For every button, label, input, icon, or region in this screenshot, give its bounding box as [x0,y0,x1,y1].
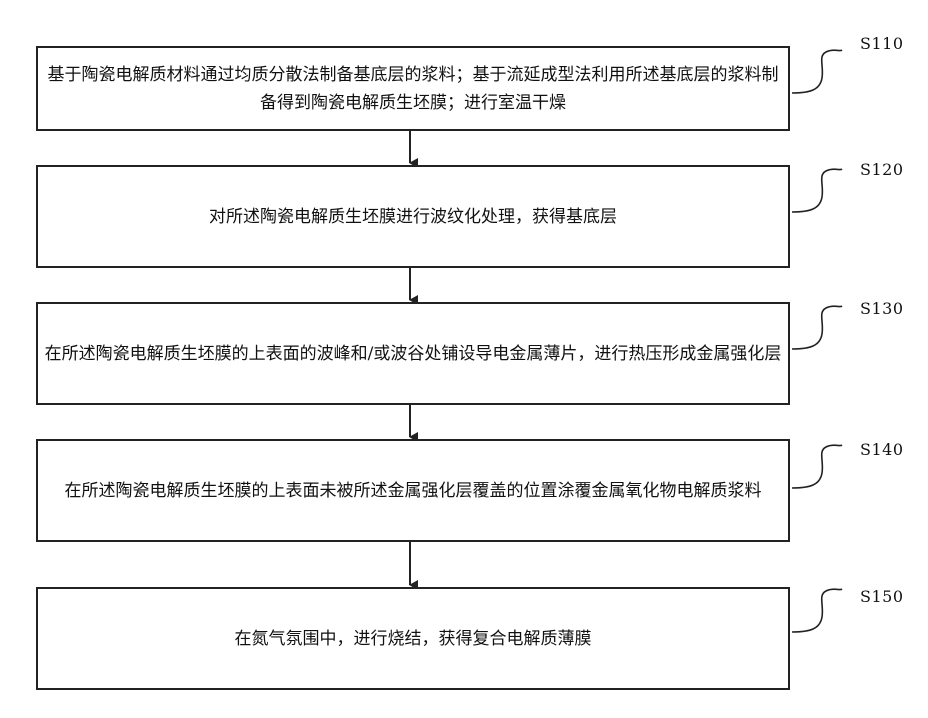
leader-line-s150 [792,589,842,632]
step-box-s140: 在所述陶瓷电解质生坯膜的上表面未被所述金属强化层覆盖的位置涂覆金属氧化物电解质浆… [36,439,790,542]
step-text-s110: 基于陶瓷电解质材料通过均质分散法制备基底层的浆料；基于流延成型法利用所述基底层的… [38,61,788,117]
step-box-s110: 基于陶瓷电解质材料通过均质分散法制备基底层的浆料；基于流延成型法利用所述基底层的… [36,46,790,131]
step-text-s130: 在所述陶瓷电解质生坯膜的上表面的波峰和/或波谷处铺设导电金属薄片，进行热压形成金… [39,340,788,368]
label-leaders [792,50,842,632]
step-label-s150: S150 [860,587,904,606]
step-box-s130: 在所述陶瓷电解质生坯膜的上表面的波峰和/或波谷处铺设导电金属薄片，进行热压形成金… [36,302,790,405]
leader-line-s110 [792,50,842,93]
step-label-s110: S110 [860,34,904,53]
leader-line-s120 [792,169,842,212]
leader-line-s130 [792,306,842,349]
step-text-s150: 在氮气氛围中，进行烧结，获得复合电解质薄膜 [229,625,598,653]
step-text-s120: 对所述陶瓷电解质生坯膜进行波纹化处理，获得基底层 [203,203,623,231]
step-label-s140: S140 [860,440,904,459]
step-text-s140: 在所述陶瓷电解质生坯膜的上表面未被所述金属强化层覆盖的位置涂覆金属氧化物电解质浆… [59,477,768,505]
step-label-s130: S130 [860,299,904,318]
step-label-s120: S120 [860,160,904,179]
leader-line-s140 [792,445,842,488]
step-box-s120: 对所述陶瓷电解质生坯膜进行波纹化处理，获得基底层 [36,165,790,268]
step-box-s150: 在氮气氛围中，进行烧结，获得复合电解质薄膜 [36,587,790,690]
